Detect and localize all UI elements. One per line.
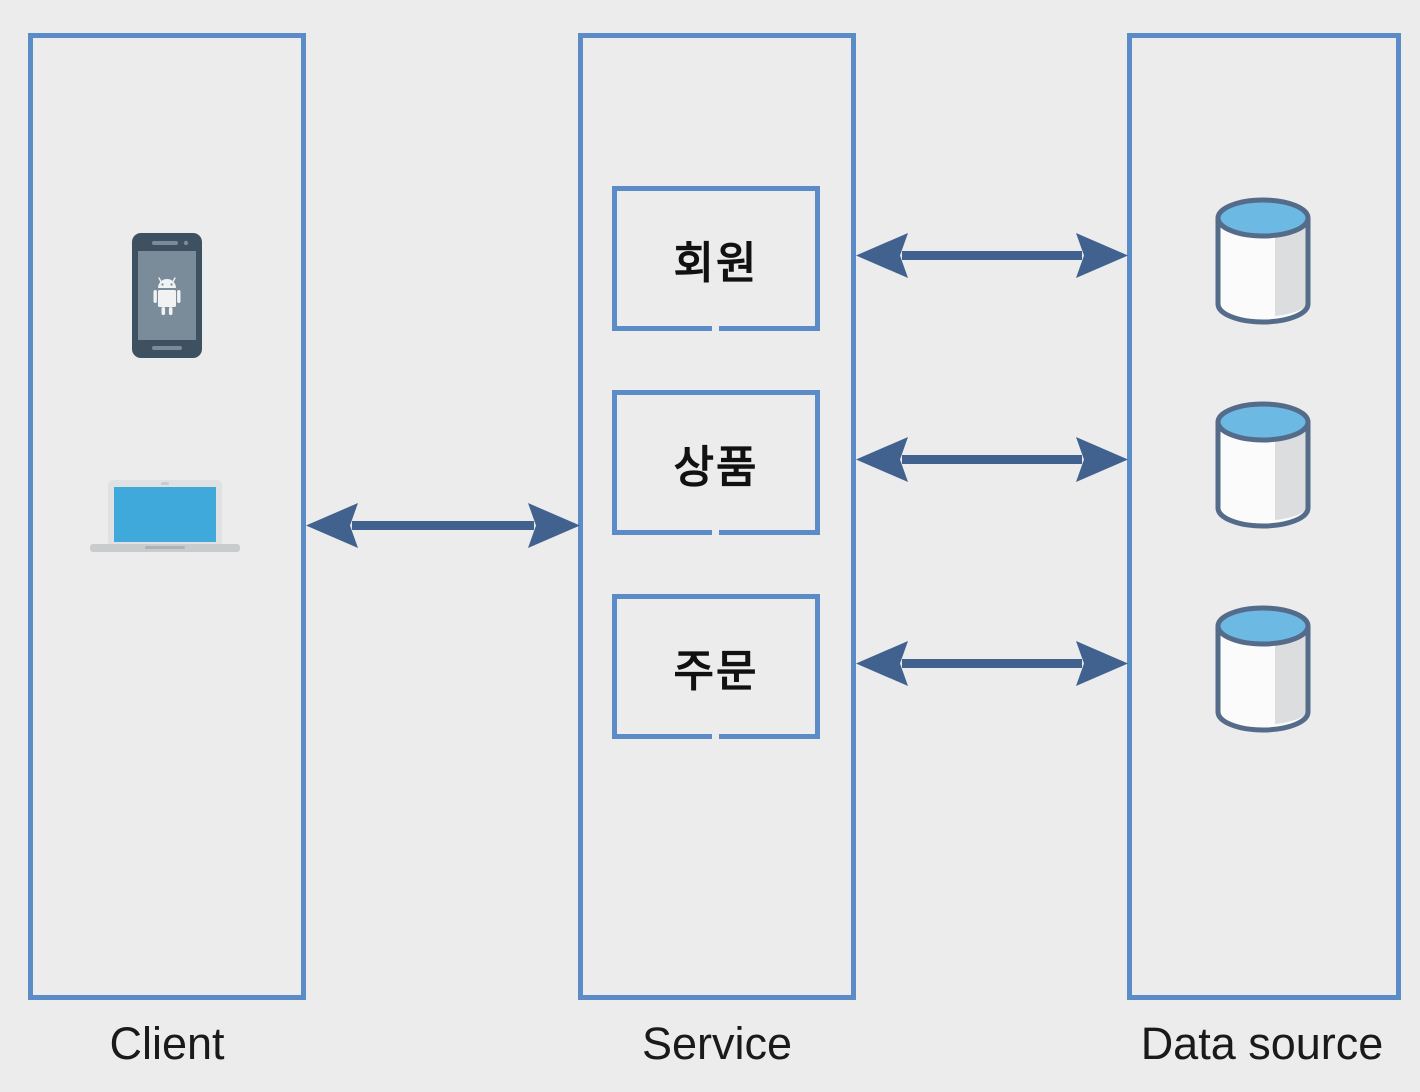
android-phone-icon — [132, 233, 202, 363]
arrow-client-service — [306, 500, 580, 557]
service-box-label: 회원 — [673, 238, 759, 288]
lane-service — [578, 33, 856, 1000]
arrow-service-db-3 — [856, 638, 1128, 695]
box-border-right — [815, 594, 820, 739]
database-cylinder-1 — [1213, 196, 1313, 331]
box-border-bottom-right — [719, 734, 820, 739]
box-border-bottom-left — [612, 734, 712, 739]
box-border-bottom-right — [719, 326, 820, 331]
box-border-bottom-right — [719, 530, 820, 535]
box-border-bottom-left — [612, 326, 712, 331]
lane-label-client: Client — [109, 1018, 225, 1069]
database-cylinder-2 — [1213, 400, 1313, 535]
box-border-top — [612, 186, 820, 191]
lane-label-service: Service — [641, 1018, 793, 1069]
box-border-bottom-left — [612, 530, 712, 535]
lane-client — [28, 33, 306, 1000]
arrow-service-db-2 — [856, 434, 1128, 491]
box-border-top — [612, 594, 820, 599]
service-box-product[interactable]: 상품 — [612, 390, 820, 535]
arrow-service-db-1 — [856, 230, 1128, 287]
lane-label-data-source: Data source — [1140, 1018, 1384, 1069]
database-cylinder-3 — [1213, 604, 1313, 739]
service-box-label: 상품 — [673, 442, 759, 492]
box-border-right — [815, 186, 820, 331]
box-border-left — [612, 594, 617, 739]
service-box-label: 주문 — [673, 646, 759, 696]
laptop-icon — [90, 478, 240, 563]
box-border-left — [612, 390, 617, 535]
box-border-right — [815, 390, 820, 535]
service-box-order[interactable]: 주문 — [612, 594, 820, 739]
box-border-left — [612, 186, 617, 331]
service-box-member[interactable]: 회원 — [612, 186, 820, 331]
android-robot-glyph — [153, 277, 181, 315]
box-border-top — [612, 390, 820, 395]
lane-data-source — [1127, 33, 1401, 1000]
